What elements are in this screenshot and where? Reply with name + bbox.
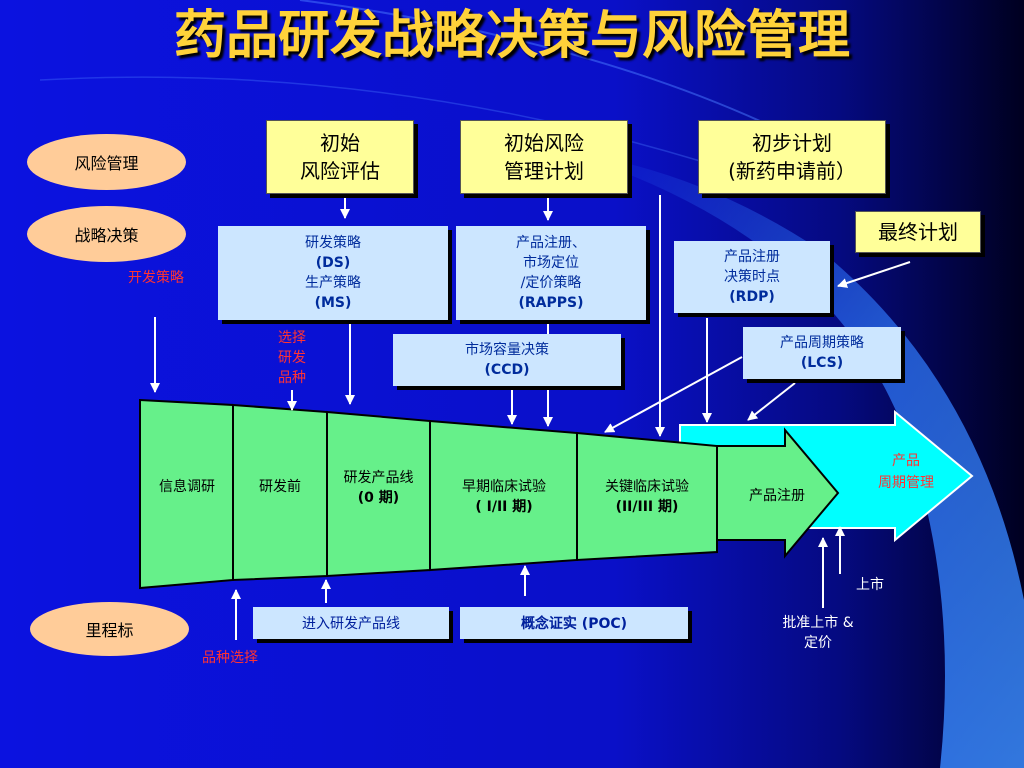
risk-management-ellipse: 风险管理	[27, 134, 186, 190]
page-title: 药品研发战略决策与风险管理	[173, 5, 850, 66]
rapps-line1: 产品注册、	[516, 235, 586, 251]
approval-pricing-line1: 批准上市 &	[782, 615, 854, 631]
stage-pipeline-line2: (0 期)	[357, 490, 400, 506]
ds-ms-line2: (DS)	[315, 255, 351, 271]
strategy-decision-ellipse: 战略决策	[27, 206, 186, 262]
candidate-selection-annotation: 品种选择	[188, 648, 272, 668]
stage-shape-key-clinical	[576, 431, 718, 562]
rapps-box: 产品注册、 市场定位 /定价策略 (RAPPS)	[456, 226, 646, 320]
stage-info-research-label: 信息调研	[159, 479, 215, 495]
lifecycle-line1: 产品	[892, 453, 920, 469]
strategy-decision-label: 战略决策	[74, 226, 139, 245]
stage-pre-dev: 研发前	[235, 477, 325, 497]
enter-pipeline-label: 进入研发产品线	[302, 616, 400, 632]
arrow-lcs-1	[604, 356, 743, 433]
preliminary-plan-line2: (新药申请前）	[728, 159, 856, 183]
initial-risk-plan-line2: 管理计划	[504, 159, 584, 183]
rapps-line2: 市场定位	[523, 255, 579, 271]
initial-risk-assessment-box: 初始 风险评估	[266, 120, 414, 194]
launch-text: 上市	[856, 577, 884, 593]
stage-early-clinical-line1: 早期临床试验	[462, 479, 546, 495]
rapps-line4: (RAPPS)	[518, 295, 584, 311]
rdp-box: 产品注册 决策时点 (RDP)	[674, 241, 830, 313]
ds-ms-line4: (MS)	[314, 295, 352, 311]
rdp-line1: 产品注册	[724, 249, 780, 265]
lifecycle-label: 产品 周期管理	[858, 450, 954, 494]
rdp-line3: (RDP)	[729, 289, 775, 305]
final-plan-label: 最终计划	[878, 220, 958, 244]
preliminary-plan-line1: 初步计划	[752, 131, 832, 155]
milestone-label: 里程标	[85, 621, 134, 640]
stage-pre-dev-label: 研发前	[259, 479, 301, 495]
select-candidate-line2: 研发	[278, 350, 306, 366]
ccd-line1: 市场容量决策	[465, 342, 549, 358]
initial-risk-assessment-line2: 风险评估	[300, 159, 380, 183]
stage-pipeline-line1: 研发产品线	[343, 470, 414, 486]
stage-key-clinical-line1: 关键临床试验	[605, 479, 689, 495]
stage-pipeline: 研发产品线 (0 期)	[328, 468, 429, 508]
select-candidate-line3: 品种	[278, 370, 306, 386]
select-candidate-annotation: 选择 研发 品种	[268, 328, 316, 388]
final-plan-box: 最终计划	[855, 211, 981, 253]
ds-ms-line3: 生产策略	[305, 275, 361, 291]
approval-pricing-annotation: 批准上市 & 定价	[764, 613, 872, 653]
stage-early-clinical: 早期临床试验 ( I/II 期)	[434, 477, 574, 517]
lifecycle-line2: 周期管理	[878, 475, 934, 491]
approval-pricing-line2: 定价	[804, 635, 832, 651]
dev-strategy-text: 开发策略	[128, 270, 184, 286]
dev-strategy-annotation: 开发策略	[114, 268, 198, 288]
ccd-line2: (CCD)	[484, 362, 530, 378]
lcs-line2: (LCS)	[800, 355, 844, 371]
stage-key-clinical: 关键临床试验 (II/III 期)	[580, 477, 714, 517]
ccd-box: 市场容量决策 (CCD)	[393, 334, 621, 386]
candidate-selection-text: 品种选择	[202, 650, 258, 666]
arrow-lcs-2	[747, 382, 796, 421]
ds-ms-box: 研发策略 (DS) 生产策略 (MS)	[218, 226, 448, 320]
select-candidate-line1: 选择	[278, 330, 306, 346]
milestone-ellipse: 里程标	[30, 602, 189, 656]
arrow-final-plan	[837, 261, 911, 288]
lcs-box: 产品周期策略 (LCS)	[743, 327, 901, 379]
stage-shape-registration	[716, 427, 840, 559]
stage-early-clinical-line2: ( I/II 期)	[475, 499, 533, 515]
rapps-line3: /定价策略	[520, 275, 582, 291]
ds-ms-line1: 研发策略	[305, 235, 361, 251]
initial-risk-plan-box: 初始风险 管理计划	[460, 120, 628, 194]
poc-box: 概念证实 (POC)	[460, 607, 688, 639]
stage-info-research: 信息调研	[142, 477, 232, 497]
lcs-line1: 产品周期策略	[780, 335, 864, 351]
preliminary-plan-box: 初步计划 (新药申请前）	[698, 120, 886, 194]
launch-annotation: 上市	[848, 575, 892, 595]
enter-pipeline-box: 进入研发产品线	[253, 607, 449, 639]
poc-label: 概念证实 (POC)	[520, 616, 628, 632]
initial-risk-assessment-line1: 初始	[320, 131, 360, 155]
stage-registration-label: 产品注册	[749, 488, 805, 504]
initial-risk-plan-line1: 初始风险	[504, 131, 584, 155]
stage-registration: 产品注册	[722, 486, 832, 506]
rdp-line2: 决策时点	[724, 269, 780, 285]
risk-management-label: 风险管理	[74, 154, 139, 173]
stage-key-clinical-line2: (II/III 期)	[615, 499, 679, 515]
